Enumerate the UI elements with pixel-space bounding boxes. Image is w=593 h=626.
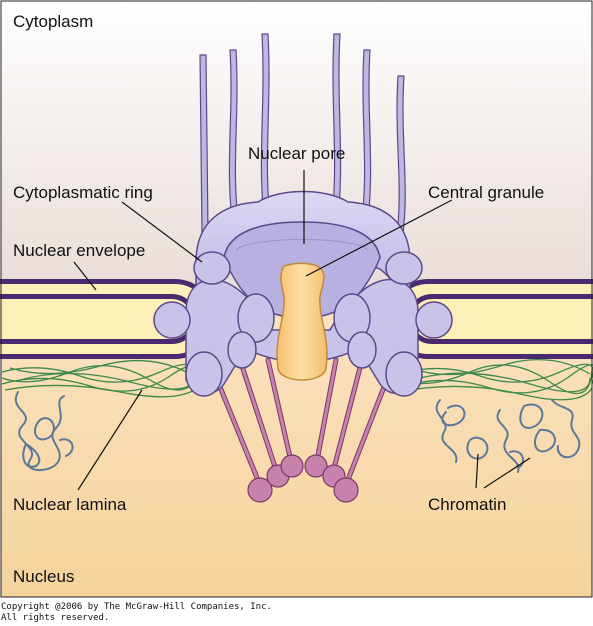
nuclear-envelope-left (0, 279, 215, 359)
copyright-line-1: Copyright @2006 by The McGraw-Hill Compa… (1, 602, 272, 612)
chromatin (14, 391, 581, 473)
label-nuclear-envelope: Nuclear envelope (13, 241, 145, 260)
ring-subunit (153, 301, 191, 339)
nuclear-basket (215, 357, 389, 503)
nuclear-pore-diagram: Cytoplasm Nuclear pore Cytoplasmatic rin… (0, 0, 593, 598)
copyright-line-2: All rights reserved. (1, 613, 110, 623)
leader-nuclear-lamina (77, 389, 143, 491)
leader-central-granule (305, 199, 453, 277)
basket-knob (247, 477, 273, 503)
label-cytoplasmatic-ring: Cytoplasmatic ring (13, 183, 153, 202)
ring-subunit (237, 293, 275, 343)
leader-chromatin-left (475, 453, 479, 489)
label-central-granule: Central granule (428, 183, 544, 202)
central-granule (276, 262, 328, 381)
nuclear-pore-complex (153, 190, 453, 397)
cytoplasmic-filaments (199, 33, 406, 241)
ring-subunit (415, 301, 453, 339)
basket-knob (304, 454, 328, 478)
label-chromatin: Chromatin (428, 495, 506, 514)
basket-knob (280, 454, 304, 478)
ring-subunit (347, 331, 377, 369)
ring-subunit (385, 351, 423, 397)
label-nuclear-pore: Nuclear pore (248, 144, 345, 163)
label-cytoplasm: Cytoplasm (13, 12, 93, 31)
leader-lines (73, 170, 531, 491)
ring-subunit (227, 331, 257, 369)
nuclear-envelope-right (388, 279, 593, 359)
leader-cytoplasmatic-ring (121, 201, 203, 263)
cytoplasmatic-ring-subunit (193, 251, 231, 285)
label-nucleus: Nucleus (13, 567, 74, 586)
label-nuclear-lamina: Nuclear lamina (13, 495, 127, 514)
leader-nuclear-envelope (73, 261, 97, 291)
diagram-frame (0, 0, 593, 598)
cytoplasmatic-ring-subunit (385, 251, 423, 285)
ring-subunit (185, 351, 223, 397)
basket-knob (333, 477, 359, 503)
leader-chromatin-right (483, 457, 531, 489)
